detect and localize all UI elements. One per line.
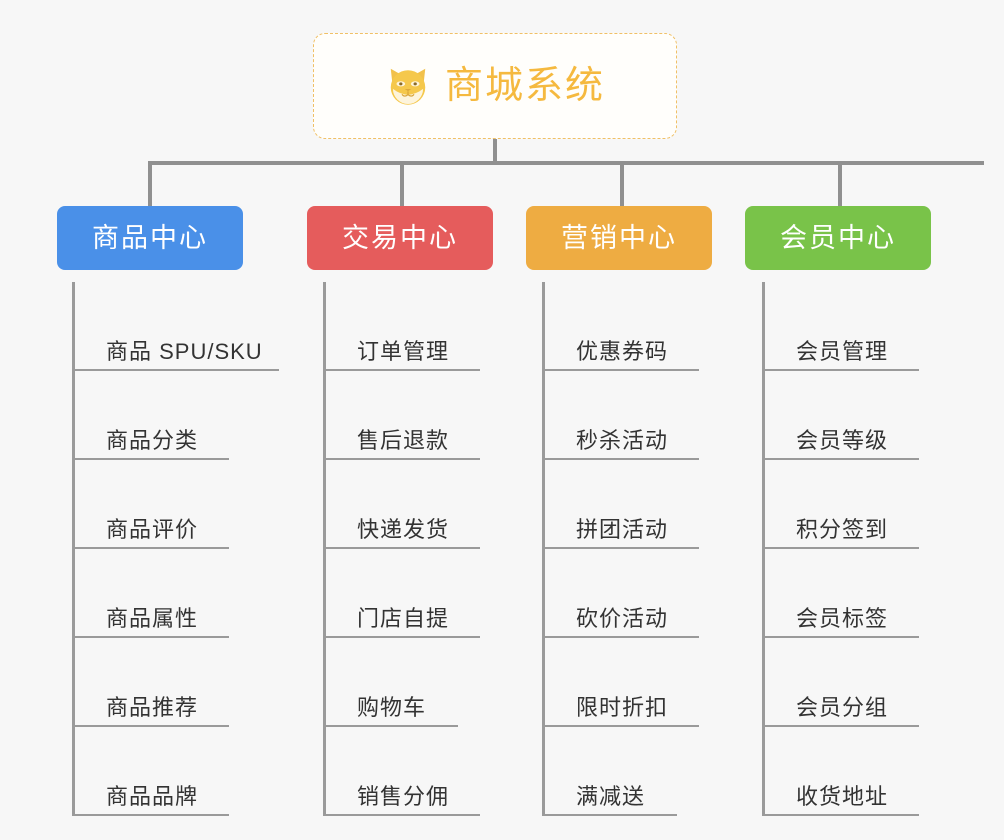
- sub-item[interactable]: 拼团活动: [542, 460, 699, 549]
- column-spine-line: [323, 282, 326, 816]
- root-node[interactable]: 商城系统: [313, 33, 677, 139]
- sub-item-label: 拼团活动: [576, 516, 669, 542]
- category-node-2[interactable]: 交易中心: [307, 206, 493, 270]
- sub-item[interactable]: 限时折扣: [542, 638, 699, 727]
- column-spine-line: [542, 282, 545, 816]
- sub-item-label: 限时折扣: [576, 694, 669, 720]
- sub-item-label: 购物车: [357, 694, 427, 720]
- sub-item-label: 秒杀活动: [576, 427, 669, 453]
- sub-item-label: 商品 SPU/SKU: [106, 338, 263, 364]
- branch-drop-line-4: [838, 161, 842, 207]
- sub-item[interactable]: 满减送: [542, 727, 677, 816]
- sub-item[interactable]: 门店自提: [323, 549, 480, 638]
- sub-item[interactable]: 会员分组: [762, 638, 919, 727]
- column-spine-line: [762, 282, 765, 816]
- root-title: 商城系统: [444, 65, 605, 107]
- sub-item-label: 优惠券码: [576, 338, 669, 364]
- sub-item[interactable]: 商品分类: [72, 371, 229, 460]
- root-stem-line: [493, 139, 497, 164]
- sub-item-label: 砍价活动: [576, 605, 669, 631]
- branch-drop-line-2: [400, 161, 404, 207]
- column-spine-line: [72, 282, 75, 816]
- sub-item[interactable]: 商品评价: [72, 460, 229, 549]
- category-node-1[interactable]: 商品中心: [57, 206, 243, 270]
- sub-item-label: 会员管理: [796, 338, 889, 364]
- sub-item[interactable]: 砍价活动: [542, 549, 699, 638]
- sub-item-label: 会员标签: [796, 605, 889, 631]
- sub-item-label: 收货地址: [796, 783, 889, 809]
- sub-item[interactable]: 商品品牌: [72, 727, 229, 816]
- sub-item[interactable]: 商品属性: [72, 549, 229, 638]
- sub-item-label: 满减送: [576, 783, 646, 809]
- sub-item-label: 积分签到: [796, 516, 889, 542]
- sub-item-label: 销售分佣: [357, 783, 450, 809]
- sub-item[interactable]: 会员管理: [762, 282, 919, 371]
- sub-item-label: 售后退款: [357, 427, 450, 453]
- sub-item[interactable]: 购物车: [323, 638, 458, 727]
- sub-item[interactable]: 秒杀活动: [542, 371, 699, 460]
- sub-item-label: 订单管理: [357, 338, 450, 364]
- sub-item[interactable]: 收货地址: [762, 727, 919, 816]
- sub-item[interactable]: 售后退款: [323, 371, 480, 460]
- branch-bus-line: [148, 161, 984, 165]
- sub-item-label: 商品评价: [106, 516, 199, 542]
- sub-item-label: 商品分类: [106, 427, 199, 453]
- sub-item[interactable]: 会员等级: [762, 371, 919, 460]
- sub-item[interactable]: 商品推荐: [72, 638, 229, 727]
- sub-item[interactable]: 会员标签: [762, 549, 919, 638]
- sub-item-label: 快递发货: [357, 516, 450, 542]
- sub-item-label: 商品推荐: [106, 694, 199, 720]
- sub-item[interactable]: 快递发货: [323, 460, 480, 549]
- category-label: 商品中心: [92, 222, 208, 253]
- category-label: 交易中心: [342, 222, 458, 253]
- sub-item[interactable]: 商品 SPU/SKU: [72, 282, 279, 371]
- sub-item-label: 会员等级: [796, 427, 889, 453]
- sub-item[interactable]: 订单管理: [323, 282, 480, 371]
- category-label: 会员中心: [780, 222, 896, 253]
- sub-item-label: 门店自提: [357, 605, 450, 631]
- category-node-4[interactable]: 会员中心: [745, 206, 931, 270]
- category-label: 营销中心: [561, 222, 677, 253]
- branch-drop-line-3: [620, 161, 624, 207]
- sub-item-label: 会员分组: [796, 694, 889, 720]
- sub-item[interactable]: 积分签到: [762, 460, 919, 549]
- sub-item-label: 商品品牌: [106, 783, 199, 809]
- category-node-3[interactable]: 营销中心: [526, 206, 712, 270]
- sub-item[interactable]: 优惠券码: [542, 282, 699, 371]
- shiba-dog-icon: [385, 63, 431, 109]
- sub-item[interactable]: 销售分佣: [323, 727, 480, 816]
- sub-item-label: 商品属性: [106, 605, 199, 631]
- branch-drop-line-1: [148, 161, 152, 207]
